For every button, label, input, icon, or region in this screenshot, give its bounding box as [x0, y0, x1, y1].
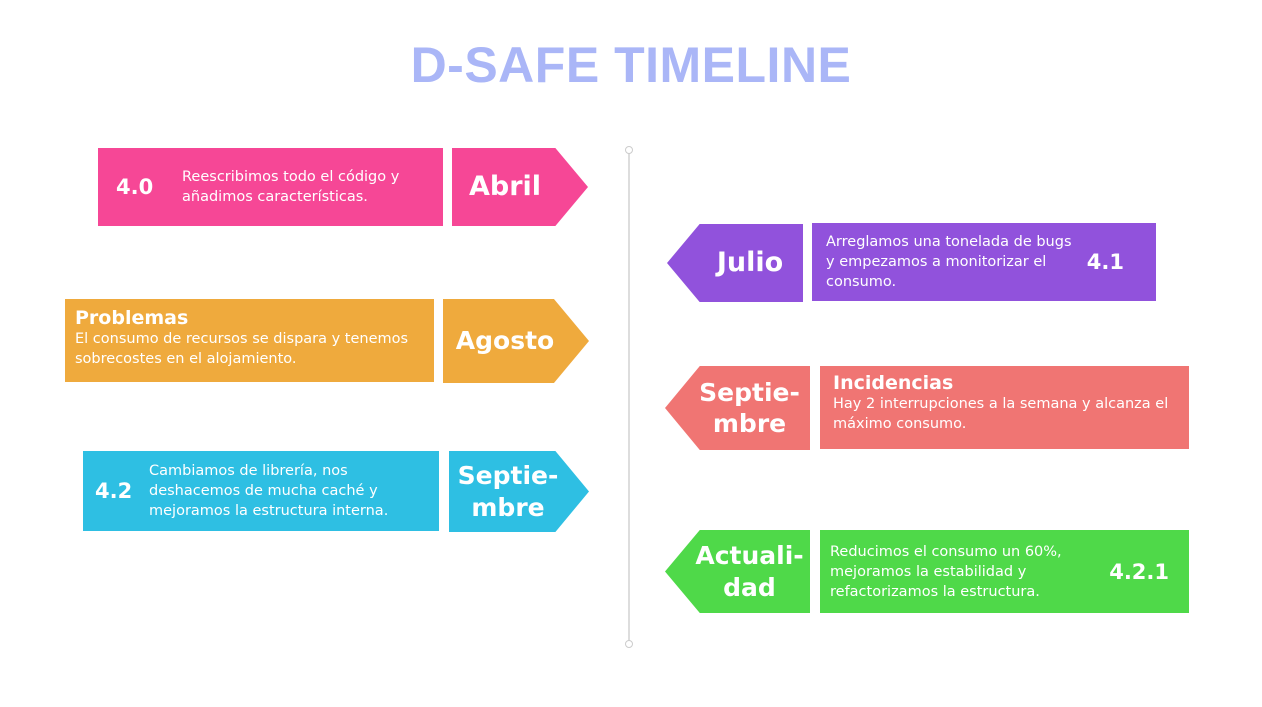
event-description: Hay 2 interrupciones a la semana y alcan… [833, 396, 1169, 432]
timeline-end-dot [625, 640, 633, 648]
event-heading: Incidencias [833, 372, 954, 394]
month-tag-septiembre-incidencias: Septie- mbre [665, 366, 810, 450]
version-label: 4.1 [1086, 250, 1124, 274]
month-label: Abril [468, 171, 542, 203]
month-label: Agosto [455, 326, 555, 356]
event-description: Reescribimos todo el código y añadimos c… [182, 169, 400, 205]
month-label: Septie- mbre [699, 377, 800, 438]
month-tag-agosto: Agosto [443, 299, 589, 383]
month-tag-abril: Abril [452, 148, 588, 226]
event-heading: Problemas [75, 307, 189, 329]
month-tag-julio: Julio [667, 224, 803, 302]
event-card-4-2: 4.2 Cambiamos de librería, nos deshacemo… [83, 451, 439, 531]
month-label: Actuali- dad [695, 541, 804, 602]
version-label: 4.2 [95, 479, 133, 503]
version-label: 4.2.1 [1109, 559, 1169, 584]
page-title: D-SAFE TIMELINE [410, 37, 852, 93]
version-label: 4.0 [116, 175, 154, 199]
timeline-axis [628, 152, 630, 644]
month-tag-actualidad: Actuali- dad [665, 530, 810, 613]
month-tag-septiembre-4-2: Septie- mbre [449, 451, 589, 532]
event-description: El consumo de recursos se dispara y tene… [75, 331, 409, 367]
event-description: Arreglamos una tonelada de bugs y empeza… [826, 234, 1072, 290]
event-card-abril: 4.0 Reescribimos todo el código y añadim… [98, 148, 443, 226]
event-card-julio: Arreglamos una tonelada de bugs y empeza… [812, 223, 1156, 301]
event-card-4-2-1: Reducimos el consumo un 60%, mejoramos l… [820, 530, 1189, 613]
month-label: Septie- mbre [457, 461, 559, 522]
event-description: Cambiamos de librería, nos deshacemos de… [149, 463, 389, 519]
month-label: Julio [716, 247, 784, 279]
event-card-incidencias: Incidencias Hay 2 interrupciones a la se… [820, 366, 1189, 449]
event-description: Reducimos el consumo un 60%, mejoramos l… [830, 543, 1062, 600]
timeline-start-dot [625, 146, 633, 154]
event-card-agosto: Problemas El consumo de recursos se disp… [65, 299, 434, 382]
